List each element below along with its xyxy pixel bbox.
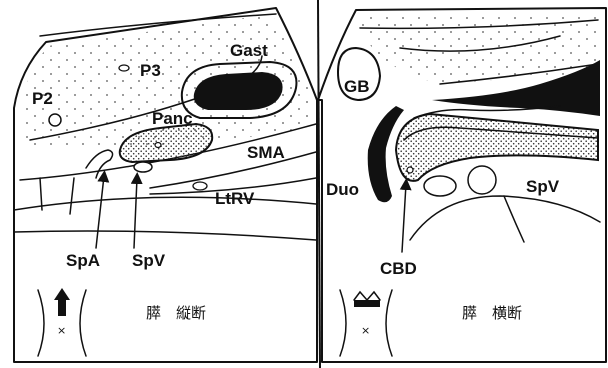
label-p2: P2: [32, 89, 53, 108]
label-panc: Panc: [152, 109, 193, 128]
label-p3: P3: [140, 61, 161, 80]
label-duo: Duo: [326, 180, 359, 199]
svg-text:×: ×: [57, 324, 66, 337]
pancreatic-duct: [155, 143, 161, 148]
label-spv-right: SpV: [526, 177, 560, 196]
probe-longitudinal-icon: ×: [38, 288, 86, 356]
label-spv: SpV: [132, 251, 166, 270]
right-liver-region: [360, 14, 600, 84]
p2-vessel: [49, 114, 61, 126]
p3-vessel: [119, 65, 129, 71]
panel-divider: [318, 0, 320, 368]
label-gast: Gast: [230, 41, 268, 60]
aorta-vessel: [468, 166, 496, 194]
right-panel: GB Duo SpV CBD × 膵 横断: [318, 8, 606, 362]
caption-longitudinal: 膵 縦断: [146, 304, 206, 322]
caption-transverse: 膵 横断: [462, 304, 522, 322]
label-sma: SMA: [247, 143, 285, 162]
label-ltrv: LtRV: [215, 189, 255, 208]
splenic-artery: [86, 150, 113, 178]
label-cbd: CBD: [380, 259, 417, 278]
spv-vessel: [424, 176, 456, 196]
splenic-vein-lumen: [134, 162, 152, 172]
probe-transverse-icon: ×: [340, 290, 392, 356]
svg-text:×: ×: [361, 324, 370, 337]
label-spa: SpA: [66, 251, 100, 270]
left-panel: Gast P3 P2 Panc SMA LtRV SpA SpV × 膵 縦断: [14, 8, 317, 362]
label-gb: GB: [344, 77, 370, 96]
pancreas-head: [396, 114, 598, 181]
